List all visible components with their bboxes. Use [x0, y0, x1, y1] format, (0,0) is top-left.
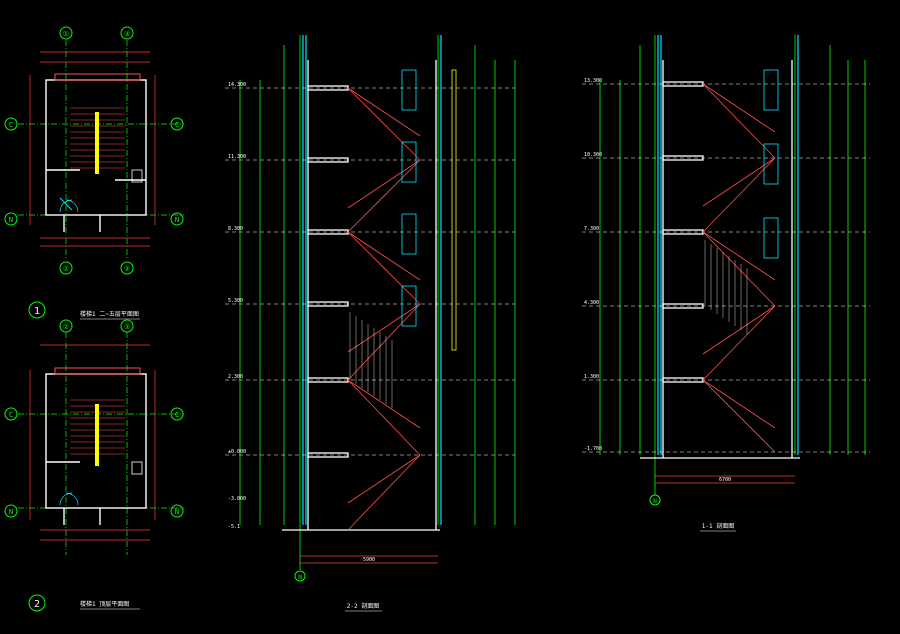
axis-label: N [175, 508, 179, 516]
handrail [95, 112, 99, 174]
level-mark: -3.000 [228, 496, 246, 502]
fire-hydrant-box [131, 461, 143, 475]
axis-label: ③ [124, 323, 130, 331]
window [54, 367, 141, 375]
level-mark: 7.300 [584, 226, 599, 232]
axis-label: ① [63, 30, 69, 38]
dimension-text: 5900 [363, 557, 375, 563]
fire-hydrant-box [131, 169, 143, 183]
axis-label: N [9, 216, 13, 224]
drawing-number: 2 [34, 599, 40, 610]
axis-label: C [9, 411, 13, 419]
dimension-text: 6700 [719, 477, 731, 483]
stair-plan-1: ① ③ C C N N ② ③ [4, 26, 184, 320]
level-mark: -5.1 [228, 524, 240, 530]
level-mark: ±0.000 [228, 449, 246, 455]
drawing-number-badge [28, 301, 46, 319]
axis-label: N [298, 574, 302, 581]
stair-plan-2: ② ③ C C N N 2 [4, 319, 184, 612]
drawing-number: 1 [34, 306, 40, 317]
level-mark: 14.300 [228, 82, 246, 88]
level-mark: 2.300 [228, 374, 243, 380]
level-mark: 11.300 [228, 154, 246, 160]
rainwater-pipe [451, 69, 457, 351]
axis-label: ② [63, 265, 69, 273]
level-mark: 1.300 [584, 374, 599, 380]
level-mark: 4.300 [584, 300, 599, 306]
level-mark: 13.300 [584, 78, 602, 84]
axis-label: N [9, 508, 13, 516]
axis-label: ③ [124, 265, 130, 273]
level-mark: -1.700 [584, 446, 602, 452]
axis-label: ③ [124, 30, 130, 38]
level-mark: 5.300 [228, 298, 243, 304]
door-swing [59, 197, 73, 211]
axis-label: C [175, 411, 179, 419]
axis-label: N [175, 216, 179, 224]
axis-label: ② [63, 323, 69, 331]
handrail [95, 404, 99, 466]
window [54, 73, 141, 81]
section-1-1: 13.300 10.300 7.300 4.300 1.300 -1.700 6… [582, 35, 870, 532]
drawing-caption: 2-2 剖面图 [347, 602, 379, 610]
axis-label: C [175, 121, 179, 129]
drawing-number-badge [28, 594, 46, 612]
axis-label: N [653, 498, 657, 505]
level-mark: 10.300 [584, 152, 602, 158]
axis-bubble [649, 494, 661, 506]
drawing-caption: 楼梯1 顶层平面图 [80, 600, 129, 608]
axis-label: C [9, 121, 13, 129]
drawing-caption: 1-1 剖面图 [702, 522, 734, 530]
axis-bubble [294, 570, 306, 582]
section-2-2: 14.300 11.300 8.300 5.300 2.300 ±0.000 -… [225, 35, 516, 612]
level-mark: 8.300 [228, 226, 243, 232]
drawing-caption: 楼梯1 二~五层平面图 [80, 310, 139, 318]
